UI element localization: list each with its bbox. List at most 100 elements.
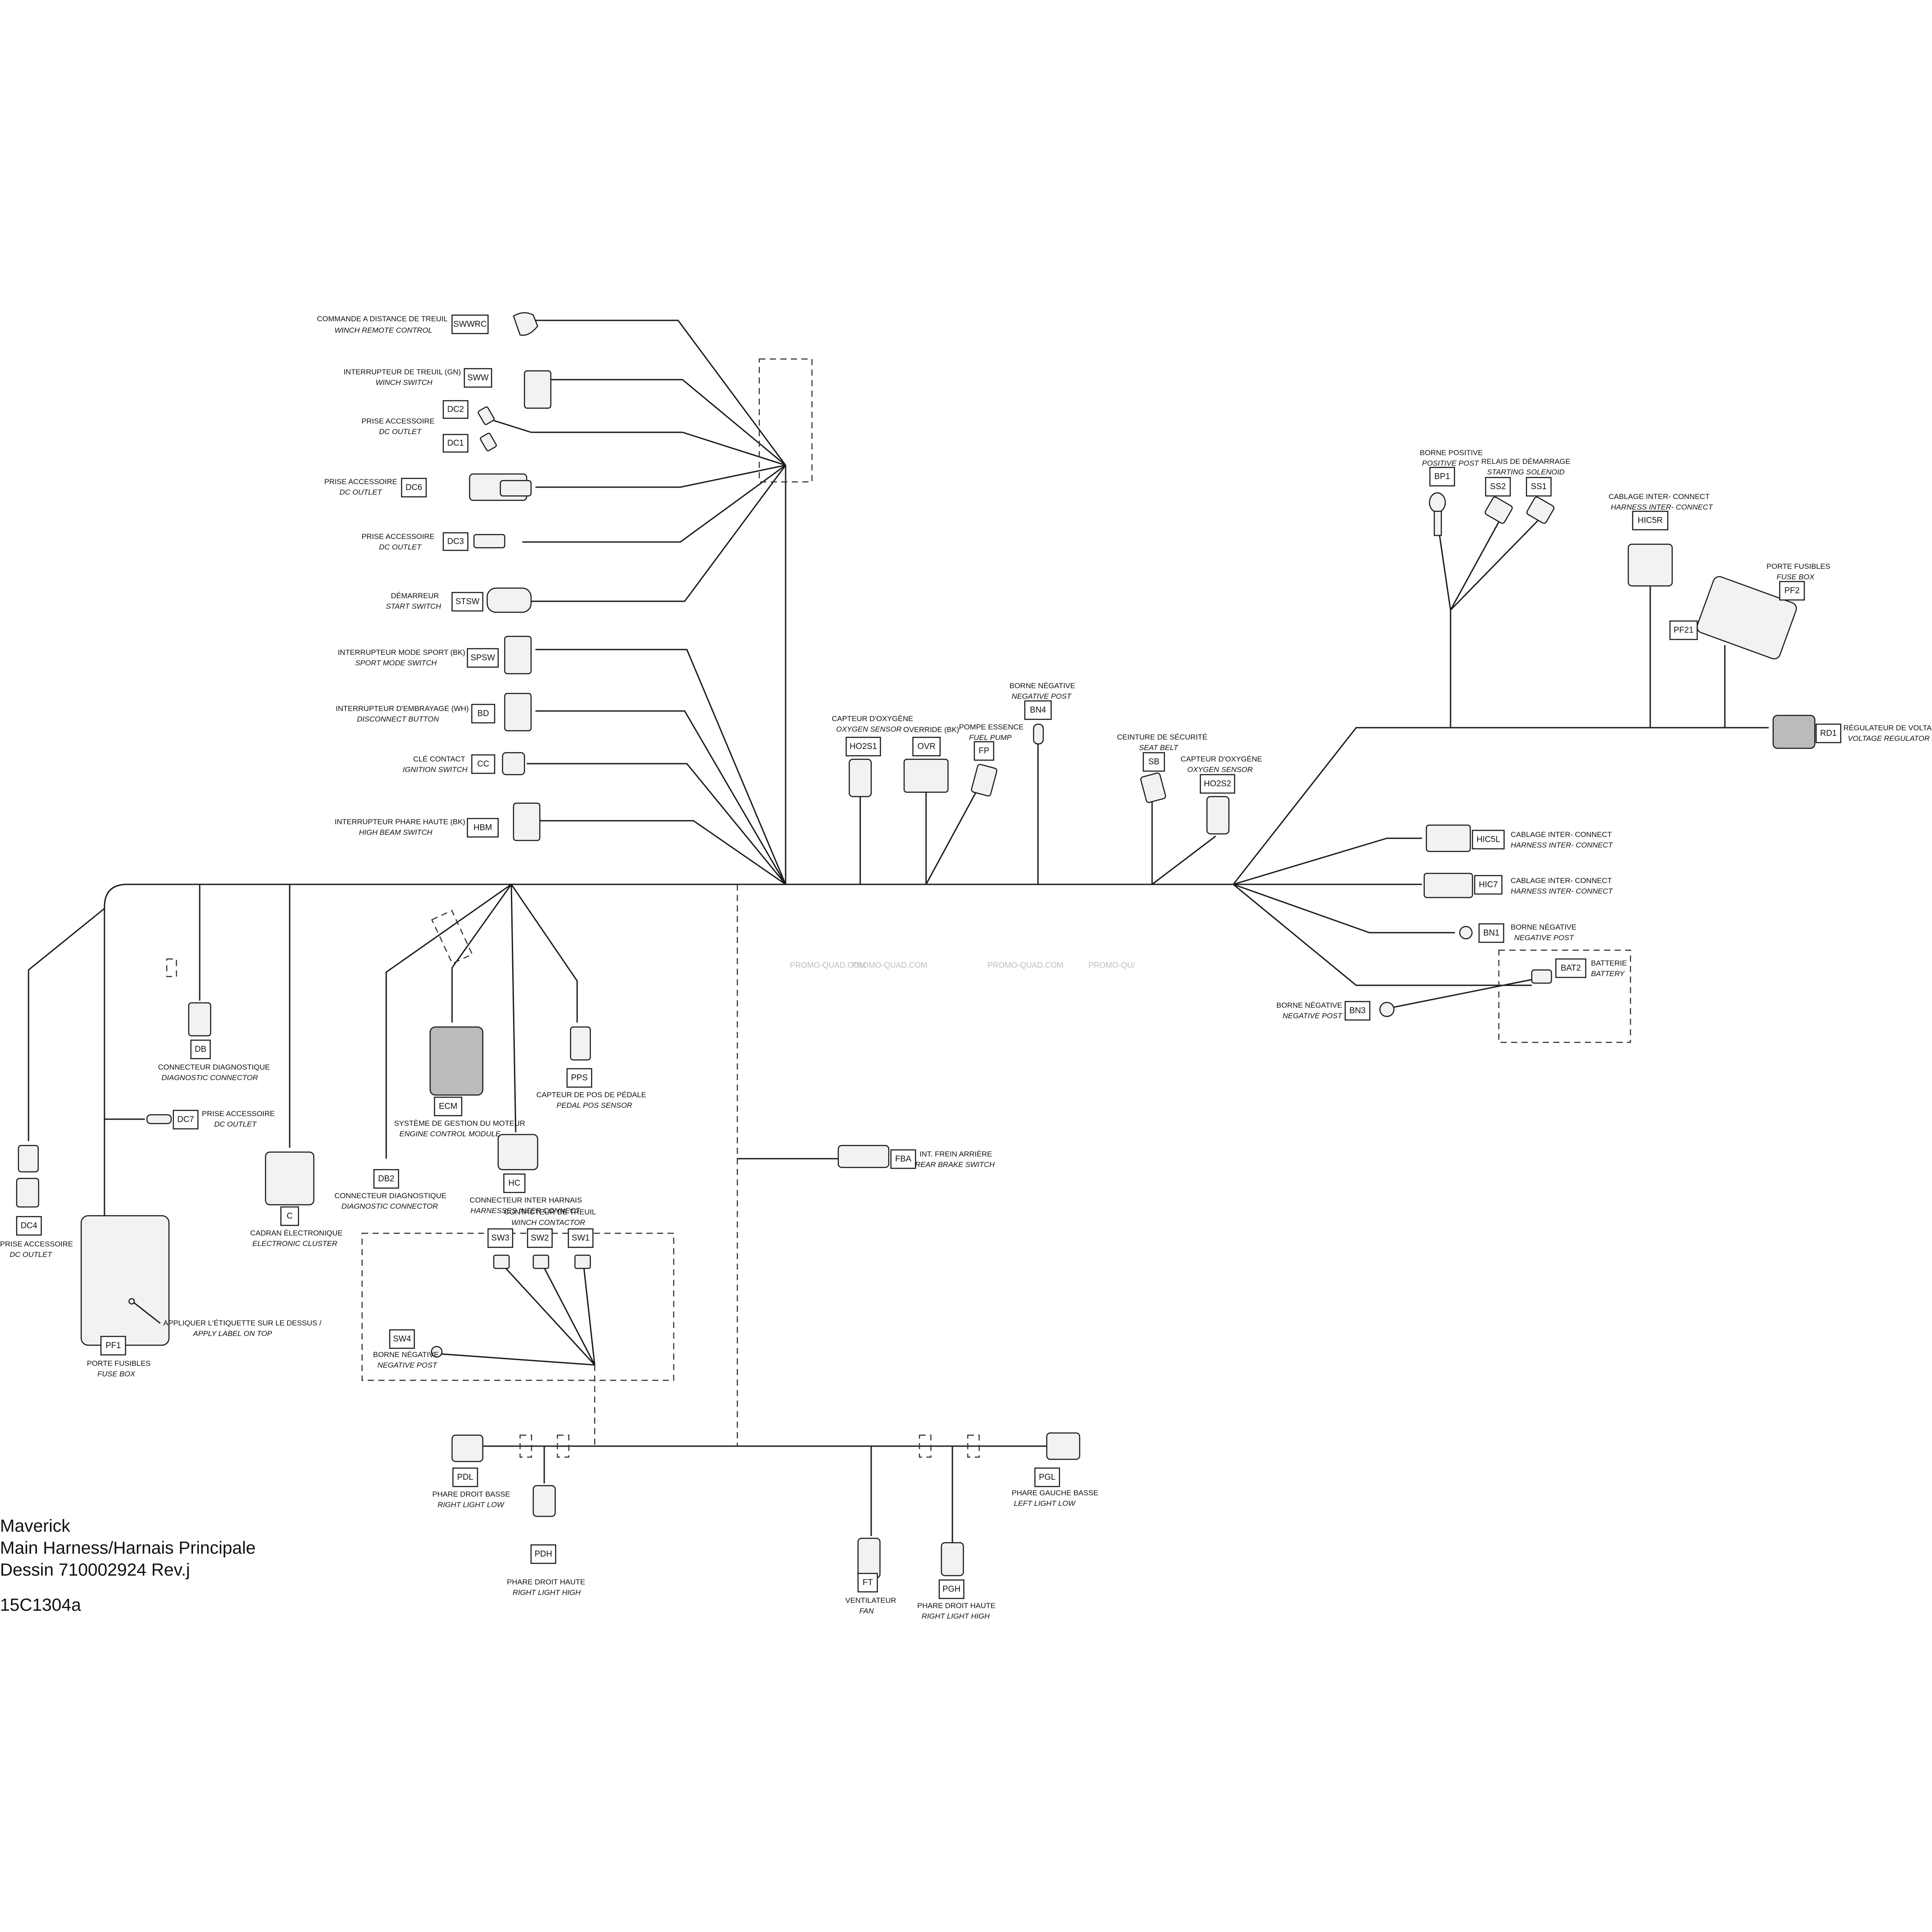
hc-connector xyxy=(497,1134,539,1171)
harness-wires xyxy=(28,320,1769,1545)
label-sw4-en: NEGATIVE POST xyxy=(377,1361,438,1369)
svg-text:SS2: SS2 xyxy=(1490,482,1506,492)
rd1-regulator xyxy=(1772,715,1816,749)
label-hic7-fr: CABLAGE INTER- CONNECT xyxy=(1511,876,1612,885)
svg-text:PGL: PGL xyxy=(1039,1473,1056,1482)
label-spsw-fr: INTERRUPTEUR MODE SPORT (BK) xyxy=(338,648,465,657)
label-sb-en: SEAT BELT xyxy=(1139,743,1179,752)
label-bn4-fr: BORNE NÉGATIVE xyxy=(1009,682,1075,690)
svg-text:SW3: SW3 xyxy=(491,1234,509,1243)
label-pgh-fr: PHARE DROIT HAUTE xyxy=(917,1602,995,1610)
label-bp1-fr: BORNE POSITIVE xyxy=(1420,449,1483,457)
code-db: DB xyxy=(190,1039,211,1059)
stsw-connector xyxy=(486,587,532,613)
code-ss1: SS1 xyxy=(1526,477,1552,497)
label-pf1-note-en: APPLY LABEL ON TOP xyxy=(193,1329,273,1338)
label-hic5l-fr: CABLAGE INTER- CONNECT xyxy=(1511,830,1612,839)
ss1-connector xyxy=(1526,496,1555,524)
ovr-module xyxy=(903,758,949,793)
bd-connector xyxy=(504,693,532,732)
label-pdl-en: RIGHT LIGHT LOW xyxy=(438,1501,505,1509)
label-bn1-en: NEGATIVE POST xyxy=(1514,934,1574,942)
label-bn3-fr: BORNE NÉGATIVE xyxy=(1276,1001,1342,1009)
bn1-terminal xyxy=(1459,926,1473,940)
label-swwrc-en: WINCH REMOTE CONTROL xyxy=(334,326,432,334)
svg-text:DB: DB xyxy=(195,1045,206,1054)
svg-text:FP: FP xyxy=(979,747,989,756)
label-fp-fr: POMPE ESSENCE xyxy=(959,723,1023,731)
code-pf21: PF21 xyxy=(1669,620,1698,640)
label-pdh-fr: PHARE DROIT HAUTE xyxy=(507,1578,585,1586)
code-dc3: DC3 xyxy=(442,532,469,551)
code-db2: DB2 xyxy=(373,1169,399,1189)
svg-text:SW2: SW2 xyxy=(531,1234,549,1243)
code-c: C xyxy=(280,1206,299,1226)
swwrc-connector xyxy=(513,312,539,336)
spsw-connector xyxy=(504,636,532,675)
fba-switch xyxy=(837,1145,890,1168)
ho2s2-connector xyxy=(1206,796,1230,835)
svg-text:SW4: SW4 xyxy=(393,1335,411,1344)
code-hic5r: HIC5R xyxy=(1632,510,1669,531)
label-sww-en: WINCH SWITCH xyxy=(376,378,433,387)
code-ft: FT xyxy=(857,1573,878,1593)
pgl-connector xyxy=(1046,1432,1081,1460)
label-bn4-en: NEGATIVE POST xyxy=(1012,692,1072,700)
code-pf2: PF2 xyxy=(1779,581,1805,601)
bn4-terminal xyxy=(1033,723,1044,745)
label-dc3-en: DC OUTLET xyxy=(379,543,422,551)
code-sw4: SW4 xyxy=(389,1329,415,1349)
label-pf1-en: FUSE BOX xyxy=(97,1370,136,1378)
svg-text:HC: HC xyxy=(508,1179,520,1188)
label-bn1-fr: BORNE NÉGATIVE xyxy=(1511,923,1576,931)
label-cc-fr: CLÉ CONTACT xyxy=(413,755,465,763)
svg-text:HO2S1: HO2S1 xyxy=(850,742,877,751)
code-ecm: ECM xyxy=(434,1096,463,1117)
code-pdh: PDH xyxy=(530,1544,557,1564)
svg-text:SWW: SWW xyxy=(467,373,489,383)
code-bat2: BAT2 xyxy=(1555,958,1587,978)
label-ho2s1-fr: CAPTEUR D'OXYGÈNE xyxy=(832,715,913,723)
code-pf1: PF1 xyxy=(100,1336,126,1356)
label-dc6-fr: PRISE ACCESSOIRE xyxy=(324,478,397,486)
label-hic5r-fr: CABLAGE INTER- CONNECT xyxy=(1609,492,1709,501)
svg-text:DC4: DC4 xyxy=(21,1221,37,1231)
label-hbm-fr: INTERRUPTEUR PHARE HAUTE (BK) xyxy=(334,818,465,826)
label-pgl-en: LEFT LIGHT LOW xyxy=(1014,1499,1076,1508)
watermarks: PROMO-QUAD.COM PROMO-QUAD.COM PROMO-QUAD… xyxy=(790,961,1135,970)
title-model: Maverick xyxy=(0,1516,71,1536)
svg-text:PDL: PDL xyxy=(457,1473,474,1482)
code-sw1: SW1 xyxy=(567,1228,594,1248)
sb-connector xyxy=(1140,772,1166,803)
code-spsw: SPSW xyxy=(467,648,499,668)
code-ss2: SS2 xyxy=(1485,477,1511,497)
label-bd-fr: INTERRUPTEUR D'EMBRAYAGE (WH) xyxy=(336,704,469,713)
label-fp-en: FUEL PUMP xyxy=(969,733,1012,742)
label-bd-en: DISCONNECT BUTTON xyxy=(357,715,439,723)
label-winch-en: WINCH CONTACTOR xyxy=(511,1218,585,1227)
label-pf1-note-fr: APPLIQUER L'ÉTIQUETTE SUR LE DESSUS / xyxy=(163,1319,322,1327)
label-ho2s1-en: OXYGEN SENSOR xyxy=(836,725,901,733)
label-ft-en: FAN xyxy=(859,1607,874,1615)
code-swwrc: SWWRC xyxy=(451,314,489,334)
connector-shapes xyxy=(16,312,1816,1579)
component-labels: COMMANDE A DISTANCE DE TREUIL WINCH REMO… xyxy=(0,315,1932,1620)
bp1-lead xyxy=(1433,510,1442,536)
svg-text:RD1: RD1 xyxy=(1820,729,1837,738)
label-db2-fr: CONNECTEUR DIAGNOSTIQUE xyxy=(334,1192,446,1200)
label-pgh-en: RIGHT LIGHT HIGH xyxy=(922,1612,990,1620)
svg-text:DC1: DC1 xyxy=(447,439,464,448)
code-pgl: PGL xyxy=(1034,1467,1060,1487)
pdl-connector xyxy=(451,1434,484,1462)
pf1-note-leader xyxy=(133,1302,161,1324)
title-drawing: Dessin 710002924 Rev.j xyxy=(0,1560,190,1580)
dc6-plug xyxy=(499,480,532,497)
code-pps: PPS xyxy=(566,1068,593,1088)
ft-connector xyxy=(857,1537,881,1579)
label-c-fr: CADRAN ÉLECTRONIQUE xyxy=(250,1229,343,1237)
code-dc6: DC6 xyxy=(401,478,427,498)
label-pdl-fr: PHARE DROIT BASSE xyxy=(432,1490,510,1498)
svg-text:PDH: PDH xyxy=(535,1550,552,1559)
svg-text:HIC5L: HIC5L xyxy=(1476,835,1500,844)
